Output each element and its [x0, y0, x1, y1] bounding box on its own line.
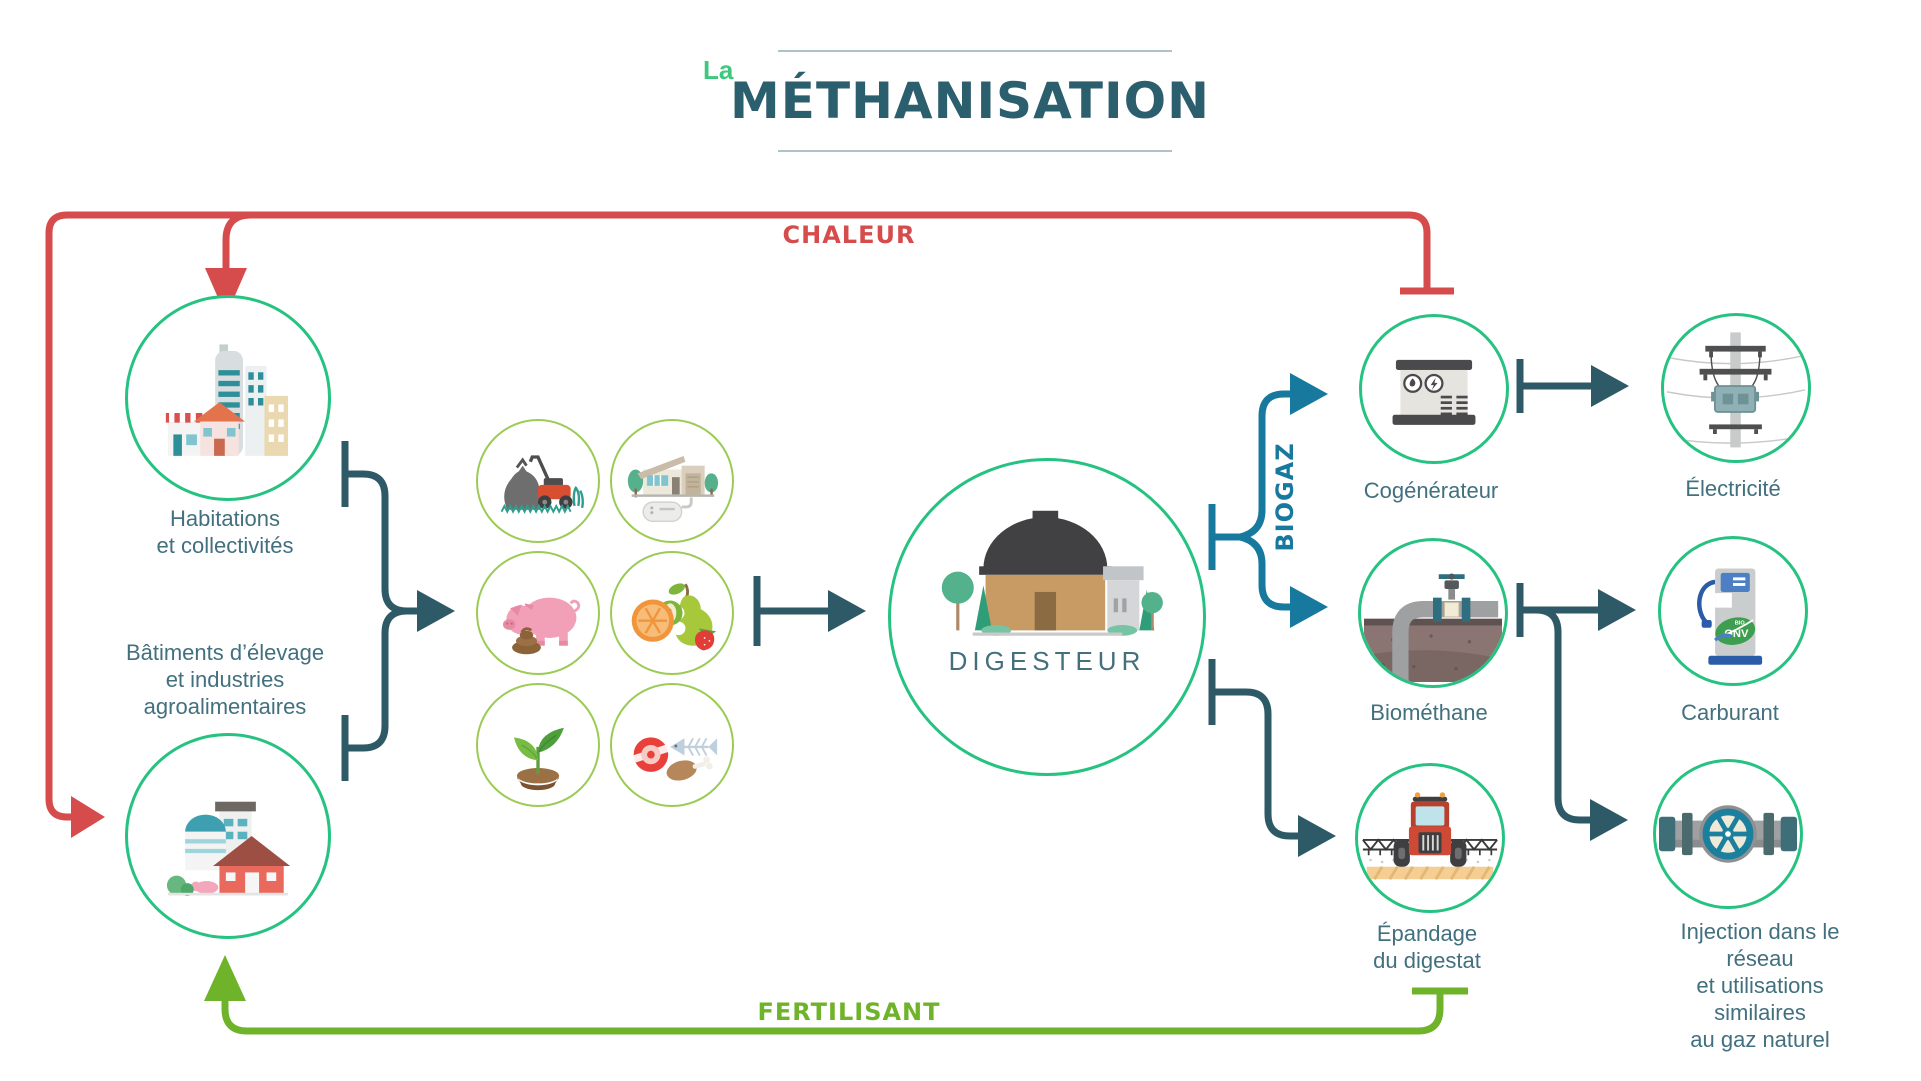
digesteur-label: DIGESTEUR	[948, 646, 1146, 676]
cogenerateur-node	[1359, 314, 1509, 464]
arrow-to-epandage	[1298, 815, 1336, 857]
batiments-label: Bâtiments d’élevage et industries agroal…	[125, 640, 325, 719]
cogenerateur-label: Cogénérateur	[1363, 478, 1499, 503]
pipe-valve-icon	[1659, 805, 1797, 863]
fertilizer-arrow-to-farm	[204, 955, 246, 1001]
svg-text:BIO: BIO	[1735, 620, 1746, 626]
farm-node	[125, 733, 331, 939]
farm-buildings-icon	[166, 801, 291, 896]
tractor-sprayer-icon	[1362, 792, 1498, 880]
title-rule-top	[778, 50, 1172, 52]
carburant-node: GNV BIO	[1658, 536, 1808, 686]
seedling-icon	[514, 727, 564, 791]
input-manure-node	[476, 551, 600, 675]
inputs-to-digester-line	[753, 576, 828, 646]
city-buildings-icon	[165, 344, 288, 456]
title-rule-bottom	[778, 150, 1172, 152]
sources-to-inputs-bracket	[341, 441, 417, 781]
biogas-arrow-to-cogenerator	[1290, 373, 1328, 415]
electricite-label: Électricité	[1685, 476, 1781, 501]
heat-flow-path	[45, 211, 1454, 821]
fruit-waste-icon	[631, 583, 717, 651]
digestate-elbow	[1208, 659, 1298, 840]
input-crops-node	[476, 683, 600, 807]
input-house-node	[610, 419, 734, 543]
house-septic-tank-icon	[627, 456, 719, 523]
fertilisant-label: FERTILISANT	[757, 998, 941, 1026]
chaleur-label: CHALEUR	[782, 221, 916, 249]
biomethane-fork	[1516, 583, 1598, 824]
fertilizer-flow-path	[221, 987, 1468, 1035]
cogenerator-to-electricity-line	[1516, 359, 1591, 413]
digesteur-node: DIGESTEUR	[888, 458, 1206, 776]
injection-label: Injection dans le réseau et utilisations…	[1680, 919, 1840, 1052]
power-pole-icon	[1667, 332, 1805, 448]
input-green-waste-node	[476, 419, 600, 543]
injection-node	[1653, 759, 1803, 909]
input-fruit-node	[610, 551, 734, 675]
lawn-mower-green-waste-icon	[500, 455, 584, 514]
epandage-node	[1355, 763, 1505, 913]
biogas-brace	[1208, 390, 1290, 611]
input-food-waste-node	[610, 683, 734, 807]
heat-arrow-to-habitations	[205, 268, 247, 316]
title-prefix: La	[703, 55, 734, 85]
arrow-to-inputs	[417, 590, 455, 632]
digester-plant-icon	[941, 510, 1163, 636]
heat-arrow-to-farm	[71, 796, 105, 838]
biogas-arrow-to-biomethane	[1290, 586, 1328, 628]
electricite-node	[1661, 313, 1811, 463]
habitations-node	[125, 295, 331, 501]
arrow-to-electricity	[1591, 365, 1629, 407]
epandage-label: Épandage du digestat	[1373, 921, 1481, 973]
pig-manure-icon	[502, 597, 581, 655]
biomethane-node	[1358, 538, 1508, 688]
arrow-to-digester	[828, 590, 866, 632]
gnv-fuel-pump-icon: GNV BIO	[1697, 568, 1763, 665]
buried-gas-pipe-icon	[1364, 573, 1502, 682]
cogenerator-icon	[1392, 359, 1476, 425]
biomethane-label: Biométhane	[1370, 700, 1488, 725]
biogaz-label: BIOGAZ	[1271, 442, 1299, 552]
page-title: MÉTHANISATION	[730, 72, 1210, 130]
arrow-to-carburant	[1598, 589, 1636, 631]
food-waste-icon	[631, 737, 718, 781]
arrow-to-injection	[1590, 799, 1628, 841]
habitations-label: Habitations et collectivités	[156, 506, 294, 558]
carburant-label: Carburant	[1681, 700, 1779, 725]
